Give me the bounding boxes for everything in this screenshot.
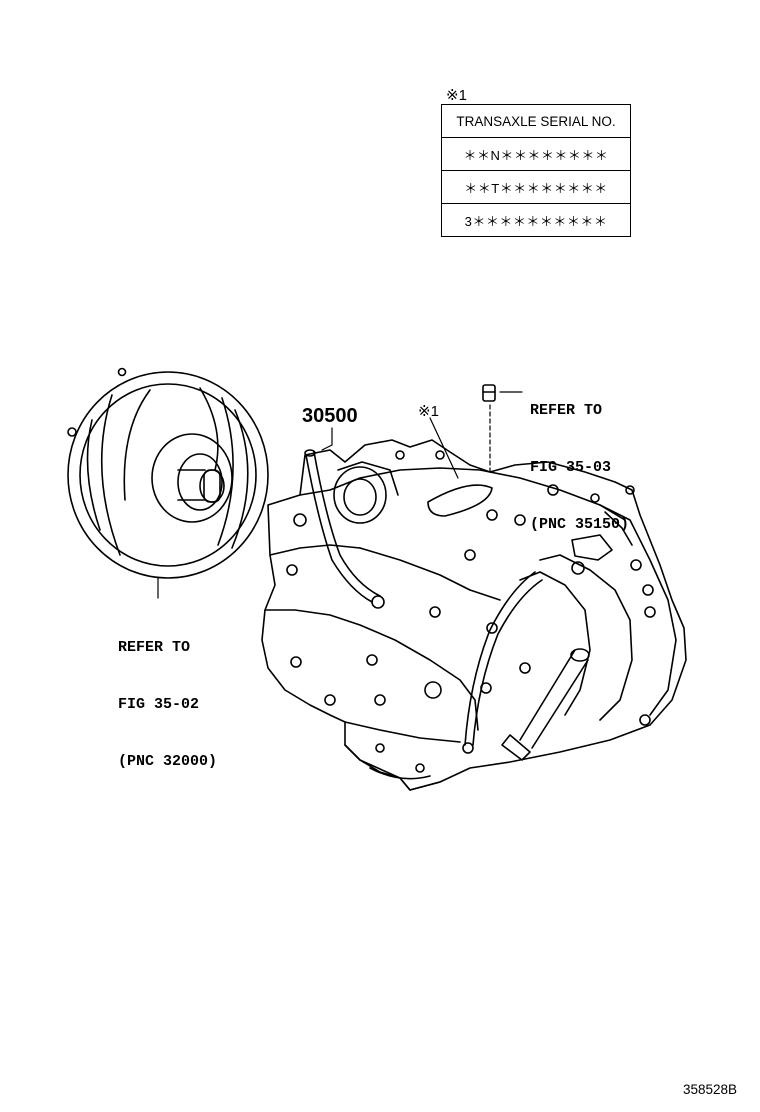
- refer-upper-line-2: FIG 35-03: [530, 459, 612, 476]
- refer-lower-line-1: REFER TO: [118, 639, 191, 656]
- refer-fig-35-03-callout[interactable]: REFER TO FIG 35-03 (PNC 35150): [530, 363, 629, 553]
- refer-lower-line-3: (PNC 32000): [118, 753, 218, 770]
- part-number-callout[interactable]: 30500: [302, 405, 358, 427]
- transaxle-assembly-drawing: [261, 439, 687, 791]
- serial-plate-note-marker: ※1: [418, 403, 439, 420]
- serial-row-2: ＊＊T＊＊＊＊＊＊＊＊: [441, 170, 631, 204]
- transaxle-serial-table: TRANSAXLE SERIAL NO. ＊＊N＊＊＊＊＊＊＊＊ ＊＊T＊＊＊＊…: [441, 104, 631, 237]
- refer-upper-line-1: REFER TO: [530, 402, 603, 419]
- drain-plug-drawing: [482, 384, 496, 402]
- refer-upper-line-3: (PNC 35150): [530, 516, 630, 533]
- serial-table-header: TRANSAXLE SERIAL NO.: [441, 104, 631, 138]
- leader-lines: [157, 391, 523, 599]
- serial-row-1: ＊＊N＊＊＊＊＊＊＊＊: [441, 137, 631, 171]
- refer-fig-35-02-callout[interactable]: REFER TO FIG 35-02 (PNC 32000): [118, 600, 217, 790]
- refer-lower-line-2: FIG 35-02: [118, 696, 200, 713]
- torque-converter-drawing: [67, 367, 269, 579]
- figure-id: 358528B: [683, 1082, 738, 1097]
- serial-note-marker: ※1: [446, 87, 467, 104]
- serial-row-3: 3＊＊＊＊＊＊＊＊＊＊: [441, 203, 631, 237]
